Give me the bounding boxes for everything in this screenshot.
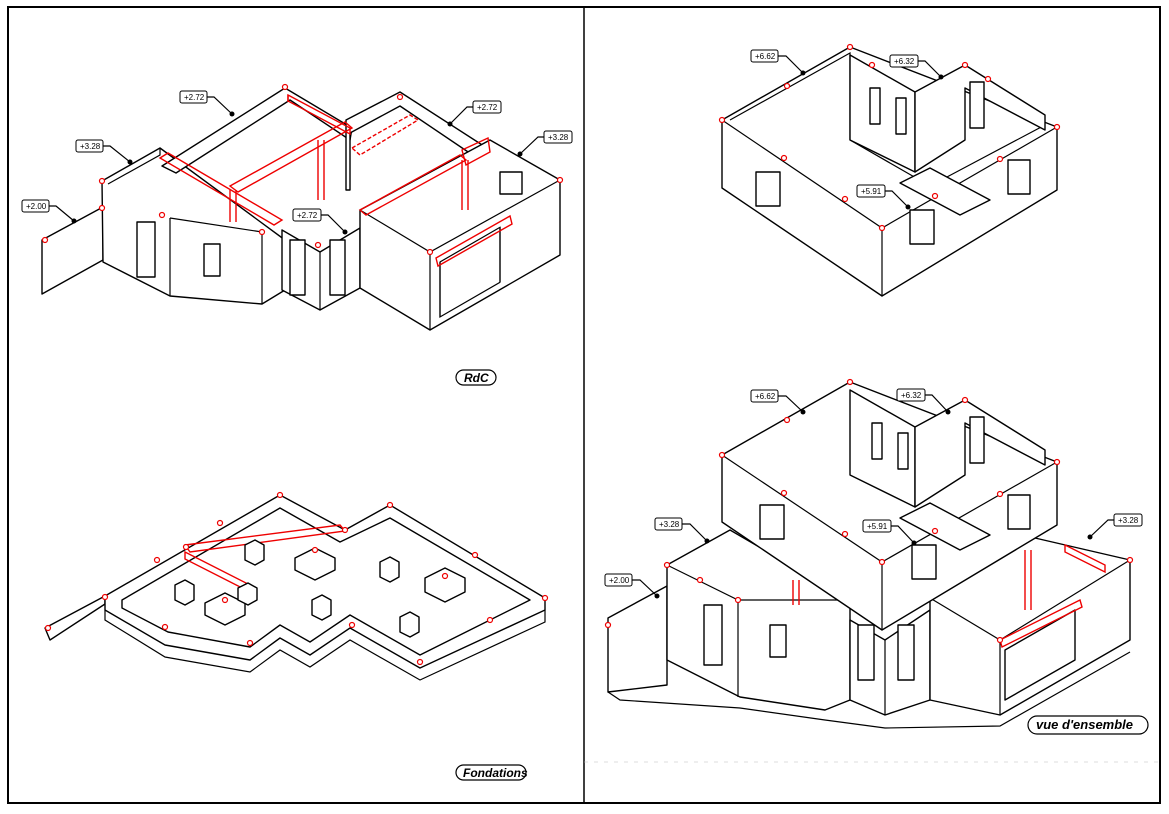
rdc-view: [41, 83, 564, 331]
elevation-tag: +3.28: [1087, 513, 1143, 540]
elevation-tag: +3.28: [75, 139, 133, 165]
etage-view: [718, 43, 1061, 297]
elevation-tag: +6.32: [889, 54, 944, 80]
svg-text:+6.62: +6.62: [755, 392, 776, 401]
svg-text:+3.28: +3.28: [80, 142, 101, 151]
elevation-tag: +6.62: [750, 389, 806, 415]
elevation-tag: +6.32: [896, 388, 951, 415]
svg-text:+6.32: +6.32: [901, 391, 922, 400]
svg-text:+3.28: +3.28: [659, 520, 680, 529]
svg-text:vue d'ensemble: vue d'ensemble: [1036, 717, 1133, 732]
svg-text:+3.28: +3.28: [1118, 516, 1139, 525]
svg-text:+2.00: +2.00: [26, 202, 47, 211]
svg-text:+6.62: +6.62: [755, 52, 776, 61]
svg-text:+2.72: +2.72: [477, 103, 498, 112]
etage-node-markers: [718, 43, 1061, 232]
svg-text:+6.32: +6.32: [894, 57, 915, 66]
ensemble-node-markers: [604, 378, 1134, 644]
svg-text:+5.91: +5.91: [861, 187, 882, 196]
view-label-fondations: Fondations: [455, 764, 528, 781]
svg-text:+2.72: +2.72: [184, 93, 205, 102]
fondations-node-markers: [44, 491, 549, 666]
elevation-tag: +2.00: [604, 573, 660, 599]
elevation-tag: +2.72: [179, 90, 235, 117]
ensemble-view: [604, 378, 1134, 729]
elevation-tag: +2.72: [292, 208, 348, 235]
svg-text:RdC: RdC: [464, 371, 489, 385]
elevation-tag: +5.91: [856, 184, 911, 210]
svg-text:+2.00: +2.00: [609, 576, 630, 585]
elevation-tag: +2.72: [447, 100, 502, 127]
fondations-view: [44, 491, 549, 681]
svg-text:Fondations: Fondations: [463, 766, 528, 780]
elevation-tag: +2.00: [21, 199, 77, 224]
elevation-tag: +5.91: [862, 519, 917, 546]
view-label-ensemble: vue d'ensemble: [1027, 715, 1149, 735]
foundation-pad: [174, 539, 466, 638]
svg-text:+3.28: +3.28: [548, 133, 569, 142]
elevation-tag: +6.62: [750, 49, 806, 76]
svg-text:+5.91: +5.91: [867, 522, 888, 531]
elevation-tag: +3.28: [654, 517, 710, 544]
elevation-tag: +3.28: [517, 130, 573, 157]
rdc-node-markers: [41, 83, 564, 256]
view-label-rdc: RdC: [455, 369, 497, 386]
svg-text:+2.72: +2.72: [297, 211, 318, 220]
